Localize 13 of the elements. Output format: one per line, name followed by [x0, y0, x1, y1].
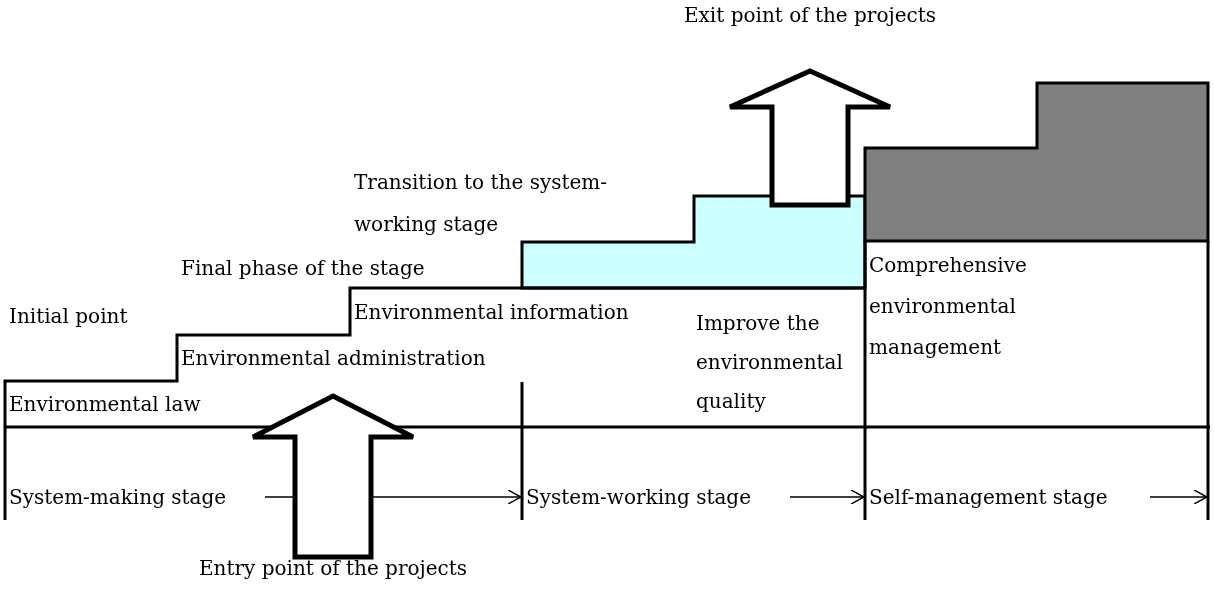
stage-label: System-working stage	[526, 484, 752, 511]
stage-note: Initial point	[9, 303, 129, 330]
callout-text: Entry point of the projects	[197, 555, 469, 582]
step-label: Environmental information	[354, 299, 630, 326]
step-label: Environmental administration	[181, 345, 487, 372]
step-label: Comprehensive environmental management	[869, 251, 1028, 361]
step-label: Environmental law	[9, 391, 202, 418]
stage-label: System-making stage	[9, 484, 228, 511]
callout-text: Exit point of the projects	[682, 2, 937, 29]
stage-note: Transition to the system-working stage	[354, 169, 609, 238]
stage-note: Final phase of the stage	[181, 255, 426, 282]
stage-label: Self-management stage	[869, 484, 1109, 511]
step-label: Improve the environmental quality	[696, 309, 844, 415]
